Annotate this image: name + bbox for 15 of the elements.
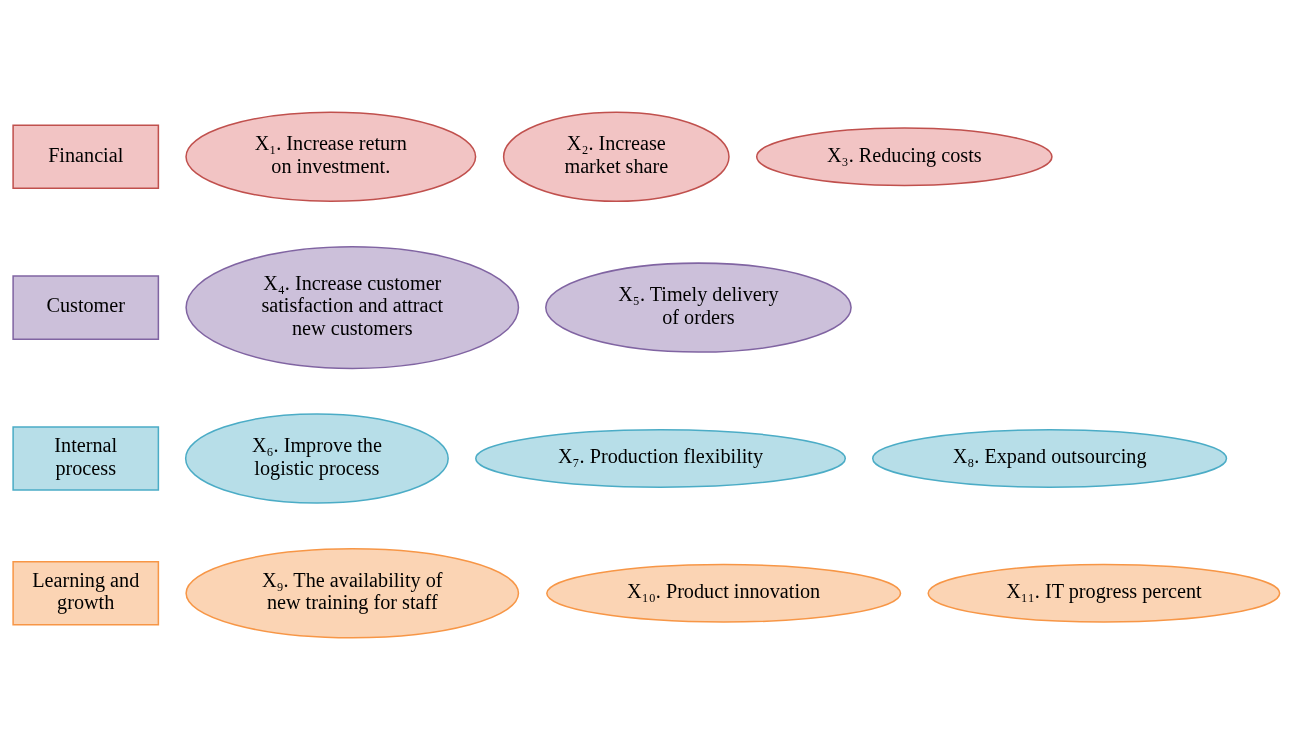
node-ellipse: X₆. Improve the logistic process: [184, 412, 449, 504]
node-ellipse: X₉. The availability of new training for staff: [185, 547, 520, 638]
node-ellipse: X₇. Production flexibility: [475, 428, 846, 488]
node-ellipse: X₂. Increase market share: [502, 110, 730, 202]
node-ellipse: X₅. Timely delivery of orders: [545, 261, 852, 353]
node-ellipse: X₄. Increase customer satisfaction and attract new customers: [185, 245, 520, 369]
node-ellipse: X₁₁. IT progress percent: [927, 563, 1281, 623]
node-ellipse: X₃. Reducing costs: [755, 126, 1053, 186]
node-ellipse: X₁₀. Product innovation: [546, 563, 902, 623]
node-box: Customer: [12, 274, 160, 340]
node-ellipse: X₈. Expand outsourcing: [872, 428, 1228, 488]
node-box: Internal process: [12, 425, 160, 491]
node-box: Learning and growth: [12, 560, 160, 626]
node-ellipse: X₁. Increase return on investment.: [185, 110, 477, 202]
node-box: Financial: [12, 123, 160, 189]
